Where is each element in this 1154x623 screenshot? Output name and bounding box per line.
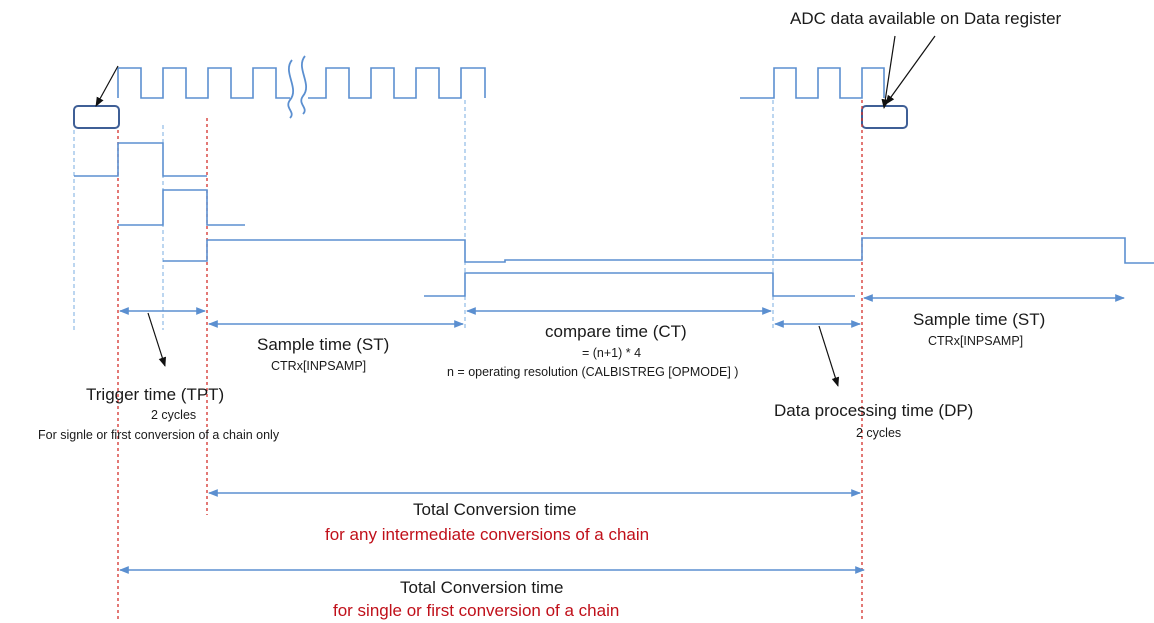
trigger-time-label: Trigger time (TPT)	[86, 385, 224, 404]
clock-waveform-end	[740, 67, 885, 99]
clock-waveform-start	[117, 67, 290, 99]
total-conversion-note-2: for single or first conversion of a chai…	[333, 601, 619, 620]
compare-time-label: compare time (CT)	[545, 322, 687, 341]
clock-break-icon	[287, 59, 295, 119]
adc-data-box-right	[861, 105, 908, 129]
compare-time-formula: = (n+1) * 4	[582, 346, 641, 360]
total-conversion-label-1: Total Conversion time	[413, 500, 576, 519]
callout-arrows	[95, 35, 896, 387]
adc-data-box-left	[73, 105, 120, 129]
compare-time-note: n = operating resolution (CALBISTREG [OP…	[447, 365, 738, 379]
phase-boundary-markers	[117, 100, 863, 620]
sample-time-label-1: Sample time (ST)	[257, 335, 389, 354]
adc-available-label: ADC data available on Data register	[790, 9, 1062, 28]
dp-time-label: Data processing time (DP)	[774, 401, 973, 420]
guide-lines	[73, 100, 774, 330]
total-conversion-label-2: Total Conversion time	[400, 578, 563, 597]
sample-time-reg-1: CTRx[INPSAMP]	[271, 359, 366, 373]
span-arrows	[119, 294, 1125, 574]
signal-waveforms	[74, 142, 1154, 297]
trigger-note: For signle or first conversion of a chai…	[38, 428, 280, 442]
clock-waveform-mid	[308, 67, 486, 99]
total-conversion-note-1: for any intermediate conversions of a ch…	[325, 525, 649, 544]
dp-cycles: 2 cycles	[856, 426, 901, 440]
sample-time-label-2: Sample time (ST)	[913, 310, 1045, 329]
trigger-cycles: 2 cycles	[151, 408, 196, 422]
sample-time-reg-2: CTRx[INPSAMP]	[928, 334, 1023, 348]
